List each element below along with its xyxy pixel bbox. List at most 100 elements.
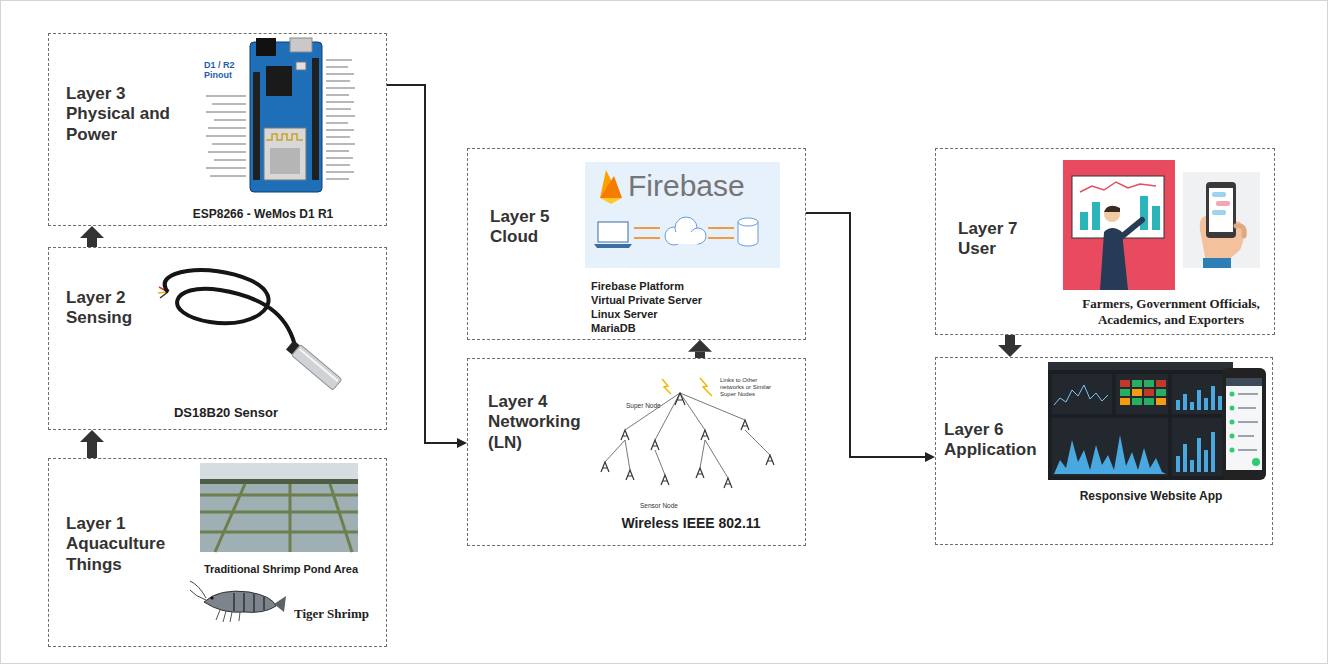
text-slot: Virtual Private Server [591, 290, 781, 308]
shrimp-picture [263, 597, 265, 610]
wemos-board [326, 101, 354, 103]
text-slot: Linux Server [591, 304, 781, 322]
network-topology [655, 450, 665, 475]
wemos-board [206, 111, 246, 113]
image-caption: Traditional Shrimp Pond Area [204, 563, 358, 577]
wemos-board [210, 175, 246, 177]
label-slot: Super Node [626, 394, 670, 412]
wemos-board [326, 136, 350, 138]
shrimp-picture [233, 593, 235, 611]
phone-screenshot [1252, 458, 1260, 466]
text-slot: Traditional Shrimp Pond Area [181, 559, 381, 577]
firebase-panel [600, 198, 622, 204]
wemos-board [326, 87, 355, 89]
shrimp-picture [190, 590, 206, 600]
wemos-board [326, 80, 350, 82]
pond-photo [200, 479, 358, 484]
wemos-board [253, 72, 260, 180]
firebase-panel [585, 162, 780, 268]
label-slot: Links to Other networks or Similar Super… [720, 377, 782, 400]
wemos-board [212, 103, 246, 105]
text-slot: Layer 1 Aquaculture Things [66, 514, 186, 575]
layer-heading: Layer 7 User [958, 219, 1058, 260]
dashboard-screenshot [1052, 418, 1168, 476]
dashboard-screenshot [1211, 386, 1215, 410]
phone-screenshot [1238, 407, 1256, 409]
dashboard-screenshot [1120, 380, 1166, 405]
text-slot: Wireless IEEE 802.11 [591, 514, 791, 533]
network-topology [625, 440, 630, 470]
phone-screenshot [1230, 406, 1235, 411]
wemos-board [256, 38, 276, 56]
wemos-board [206, 95, 246, 97]
wemos-board [270, 148, 300, 174]
dashboard-screenshot [1204, 450, 1208, 472]
shrimp-picture [253, 594, 255, 612]
phone-in-hand [1216, 201, 1230, 206]
network-topology [625, 393, 680, 430]
phone-in-hand [1206, 182, 1236, 238]
phone-in-hand [1183, 172, 1260, 268]
text-slot: Layer 4 Networking (LN) [488, 392, 606, 453]
dashboard-screenshot [1116, 374, 1168, 414]
firebase-panel [634, 237, 660, 239]
dashboard-screenshot [1144, 389, 1154, 396]
block-arrow [1005, 335, 1015, 345]
network-topology [745, 430, 770, 455]
network-topology [605, 440, 625, 462]
user-illustration [1063, 160, 1175, 290]
layer-heading: Layer 4 Networking (LN) [488, 392, 606, 453]
wemos-board [206, 167, 246, 169]
dashboard-screenshot [1156, 380, 1166, 387]
text-slot: DS18B20 Sensor [126, 403, 326, 421]
text-slot: Layer 3 Physical and Power [66, 84, 191, 145]
flow-arrow [806, 213, 925, 457]
wemos-board [214, 119, 246, 121]
image-caption: Farmers, Government Officials, Academics… [1073, 296, 1269, 329]
dashboard-screenshot [1211, 432, 1215, 472]
layer-box: Layer 6 ApplicationResponsive Website Ap… [935, 357, 1273, 545]
pond-photo [200, 484, 358, 552]
dashboard-screenshot [1218, 396, 1222, 410]
image-caption: DS18B20 Sensor [174, 405, 278, 421]
wemos-board [326, 171, 354, 173]
wemos-board [312, 58, 319, 180]
pond-photo [330, 484, 352, 552]
text-slot: Tiger Shrimp [294, 604, 386, 622]
wemos-board [206, 135, 246, 137]
dashboard-screenshot [1048, 362, 1233, 370]
wemos-board [266, 66, 292, 96]
text-slot: MariaDB [591, 318, 781, 336]
dashboard-screenshot [1048, 362, 1233, 480]
shrimp-picture [204, 591, 276, 612]
network-topology [651, 440, 659, 450]
temperature-probe [299, 349, 337, 381]
phone-screenshot [1238, 449, 1257, 451]
shrimp-picture [230, 612, 232, 622]
shrimp-picture [274, 596, 286, 612]
dashboard-screenshot [1176, 400, 1180, 410]
network-topology [724, 478, 732, 488]
wemos-board [296, 62, 306, 70]
dashboard-screenshot [1054, 385, 1108, 405]
firebase-panel [708, 237, 734, 239]
phone-screenshot [1222, 368, 1266, 480]
user-illustration [1104, 206, 1120, 212]
dashboard-screenshot [1132, 389, 1142, 396]
text-slot: Farmers, Government Officials, Academics… [1073, 296, 1269, 329]
firebase-panel [708, 227, 734, 229]
network-note: Super Node [626, 402, 661, 409]
temperature-probe [158, 270, 342, 390]
dashboard-screenshot [1190, 460, 1194, 472]
dashboard-screenshot [1172, 418, 1228, 476]
phone-screenshot [1230, 392, 1235, 453]
network-topology [680, 393, 745, 420]
dashboard-screenshot [1183, 444, 1187, 472]
image-caption: ESP8266 - WeMos D1 R1 [193, 207, 334, 222]
wemos-board [326, 73, 354, 75]
wemos-board [326, 150, 349, 152]
phone-screenshot [1230, 420, 1235, 425]
block-arrow [87, 238, 97, 247]
phone-in-hand [1212, 192, 1226, 197]
